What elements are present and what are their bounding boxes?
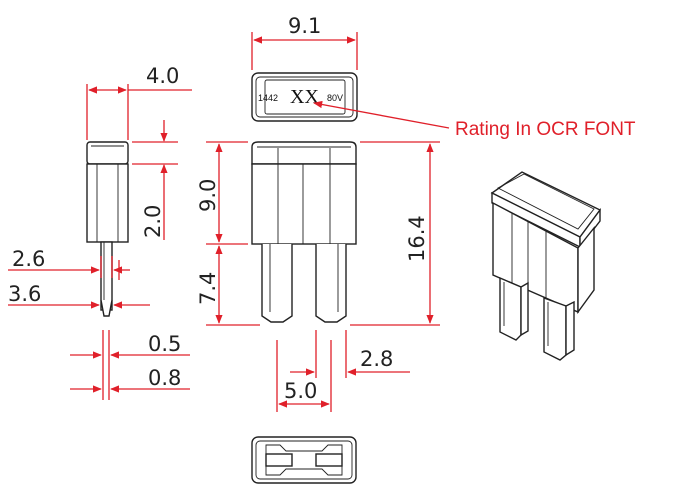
dim-blade-pitch: 5.0: [276, 340, 332, 412]
bottom-view: [251, 436, 357, 484]
dim-blade-width: 2.8: [290, 330, 410, 378]
dim-16-4-label: 16.4: [405, 215, 429, 262]
dim-gap-0-5: 0.5: [70, 330, 190, 400]
dim-2-0-label: 2.0: [141, 205, 165, 238]
dim-front-total: 16.4: [350, 141, 440, 326]
front-view: [251, 141, 357, 323]
dim-3-6-label: 3.6: [8, 282, 41, 306]
dim-0-5-label: 0.5: [148, 332, 181, 356]
dim-0-8-label: 0.8: [148, 366, 181, 390]
dim-9-1-label: 9.1: [288, 14, 321, 38]
top-view-voltage: 80V: [327, 93, 343, 103]
dim-blade-2-6: 2.6: [8, 247, 130, 280]
dim-4-0-label: 4.0: [146, 64, 179, 88]
dim-gap-0-8: 0.8: [70, 366, 190, 393]
dim-7-4-label: 7.4: [196, 272, 220, 305]
dim-5-0-label: 5.0: [284, 379, 317, 403]
rating-callout: Rating In OCR FONT: [313, 100, 636, 140]
dim-side-2-0: 2.0: [132, 120, 178, 240]
top-view-rating: XX: [290, 86, 319, 108]
isometric-view: [490, 171, 602, 361]
rating-callout-label: Rating In OCR FONT: [455, 119, 636, 140]
top-view-code: 1442: [258, 93, 278, 103]
dim-9-0-label: 9.0: [196, 179, 220, 212]
dim-blade-3-6: 3.6: [8, 282, 150, 309]
dim-front-left: 9.0 7.4: [196, 141, 260, 326]
top-view: 1442 XX 80V: [251, 72, 358, 122]
dim-top-width: 9.1: [251, 14, 358, 70]
dim-2-6-label: 2.6: [12, 247, 45, 271]
dim-side-thickness: 4.0: [86, 64, 192, 140]
dim-2-8-label: 2.8: [360, 347, 393, 371]
side-view: [86, 141, 129, 317]
